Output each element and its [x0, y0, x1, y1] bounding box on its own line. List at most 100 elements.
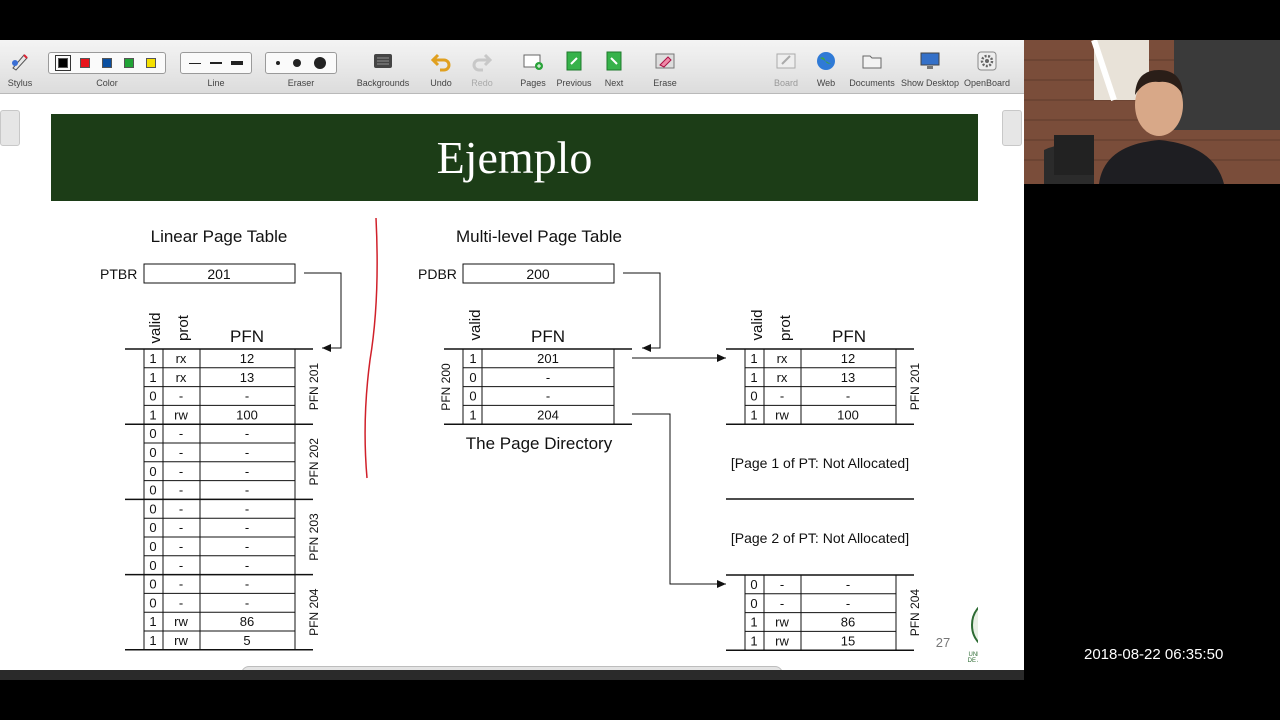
multilevel-heading: Multi-level Page Table [456, 227, 622, 246]
linear-table-heading: Linear Page Table [151, 227, 288, 246]
linear-prot-cell: - [179, 464, 183, 479]
linear-pfn-cell: - [245, 520, 249, 535]
pt-prot-cell: - [780, 577, 784, 592]
dir-col-valid: valid [467, 310, 484, 341]
color-yellow-swatch[interactable] [146, 58, 156, 68]
pt-valid-cell: 1 [750, 407, 757, 422]
main-toolbar: Stylus Color Line [0, 40, 1024, 94]
gear-icon [977, 51, 997, 71]
pt-valid-cell: 1 [750, 370, 757, 385]
pt-pfn-cell: 13 [841, 370, 855, 385]
university-seal-logo [971, 606, 978, 644]
webcam-feed [1024, 40, 1280, 184]
linear-prot-cell: rx [176, 370, 187, 385]
pt-valid-cell: 1 [750, 351, 757, 366]
pt-page1-not-allocated: [Page 1 of PT: Not Allocated] [731, 455, 909, 471]
stylus-icon [12, 54, 28, 71]
dir-entry3-arrow [632, 413, 726, 585]
linear-prot-cell: rw [174, 633, 188, 648]
board-icon [776, 53, 796, 69]
folder-icon [862, 55, 882, 69]
right-palette-toggle[interactable] [1002, 110, 1022, 146]
eraser-large-option[interactable] [314, 57, 327, 69]
line-thick-option[interactable] [231, 61, 244, 65]
linear-prot-cell: - [179, 389, 183, 404]
linear-pfn-cell: - [245, 539, 249, 554]
dir-pfn-cell: 201 [537, 351, 559, 366]
linear-pfn-cell: 86 [240, 614, 254, 629]
linear-valid-cell: 0 [149, 389, 156, 404]
ptbr-value: 201 [207, 266, 231, 282]
pt-pfn-cell: - [846, 389, 850, 404]
linear-col-pfn: PFN [230, 327, 264, 346]
linear-prot-cell: - [179, 520, 183, 535]
dir-valid-cell: 0 [469, 370, 476, 385]
globe-icon [817, 52, 835, 70]
linear-prot-cell: - [179, 445, 183, 460]
backgrounds-icon [374, 54, 392, 68]
pt-prot-cell: rx [777, 351, 788, 366]
linear-valid-cell: 0 [149, 501, 156, 516]
previous-page-icon [566, 51, 582, 71]
pdbr-arrow-head [642, 344, 651, 352]
undo-icon [430, 53, 451, 72]
pdbr-value: 200 [526, 266, 550, 282]
color-green-swatch[interactable] [124, 58, 134, 68]
university-logo-text-2: DE ANTIOQUIA [968, 658, 978, 664]
linear-valid-cell: 0 [149, 483, 156, 498]
left-palette-toggle[interactable] [0, 110, 20, 146]
eraser-medium-option[interactable] [292, 59, 301, 67]
line-thin-option[interactable] [188, 62, 201, 64]
next-page-icon [606, 51, 622, 71]
pt-prot-cell: - [780, 389, 784, 404]
ptbr-box [143, 263, 296, 284]
linear-valid-cell: 1 [149, 351, 156, 366]
linear-pfn-cell: 100 [236, 407, 258, 422]
pt-valid-cell: 0 [750, 389, 757, 404]
linear-valid-cell: 0 [149, 520, 156, 535]
linear-col-valid: valid [147, 313, 164, 344]
dir-caption: The Page Directory [466, 434, 613, 453]
dir-col-pfn: PFN [531, 327, 565, 346]
linear-valid-cell: 1 [149, 370, 156, 385]
pages-icon [523, 54, 543, 70]
presenter-video [1024, 40, 1280, 184]
pt-col-pfn: PFN [832, 327, 866, 346]
linear-valid-cell: 0 [149, 445, 156, 460]
linear-page-label: PFN 204 [307, 588, 321, 636]
linear-pfn-cell: - [245, 501, 249, 516]
dir-valid-cell: 1 [469, 351, 476, 366]
pdbr-arrow [623, 272, 661, 349]
linear-pfn-cell: 12 [240, 351, 254, 366]
linear-prot-cell: - [179, 483, 183, 498]
linear-prot-cell: rx [176, 351, 187, 366]
pt-page2-not-allocated: [Page 2 of PT: Not Allocated] [731, 530, 909, 546]
pt-pfn-cell: 12 [841, 351, 855, 366]
color-picker [48, 52, 166, 74]
dir-pfn-cell: - [546, 370, 550, 385]
pdbr-box [462, 263, 615, 284]
pt-page-label: PFN 201 [908, 363, 922, 411]
pt-valid-cell: 0 [750, 577, 757, 592]
pt-pfn-cell: - [846, 596, 850, 611]
dir-pfn-cell: 204 [537, 407, 559, 422]
line-medium-option[interactable] [209, 62, 222, 64]
dir-valid-cell: 1 [469, 407, 476, 422]
color-blue-swatch[interactable] [102, 58, 112, 68]
redo-icon [472, 53, 493, 72]
color-black-swatch[interactable] [55, 55, 71, 71]
dir-entry0-arrow-head [717, 354, 726, 362]
university-logo-text: UNIVERSIDAD [968, 652, 978, 658]
linear-prot-cell: - [179, 539, 183, 554]
color-red-swatch[interactable] [80, 58, 90, 68]
linear-page-label: PFN 203 [307, 513, 321, 561]
eraser-small-option[interactable] [275, 61, 280, 65]
dir-valid-cell: 0 [469, 389, 476, 404]
pt-prot-cell: rw [775, 407, 789, 422]
linear-valid-cell: 0 [149, 558, 156, 573]
linear-col-prot: prot [175, 314, 192, 341]
linear-pfn-cell: - [245, 389, 249, 404]
